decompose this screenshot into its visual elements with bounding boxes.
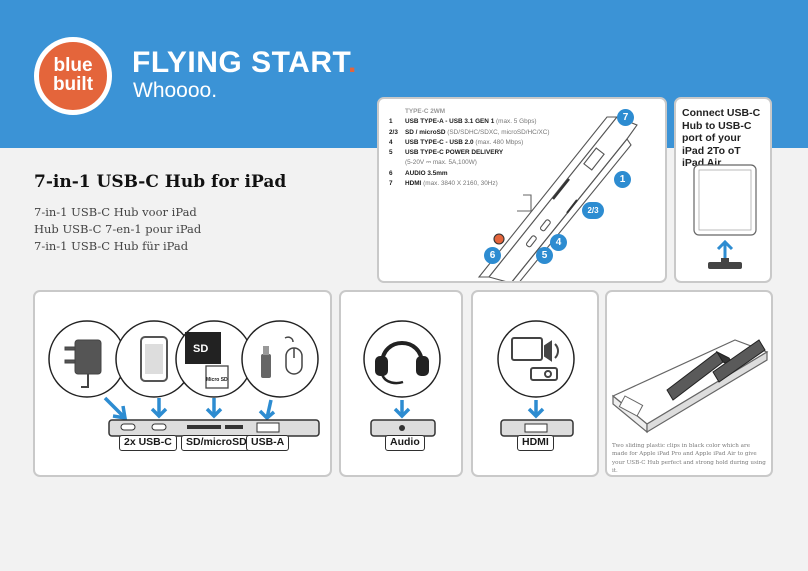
sd-icon-label: SD [193, 343, 209, 355]
spec-detail: (max. 5 Gbps) [496, 118, 537, 126]
projector-icon [530, 367, 558, 381]
callout-badge: 2/3 [582, 202, 604, 219]
product-intro: 7-in-1 USB-C Hub for iPad 7-in-1 USB-C H… [34, 172, 286, 255]
spec-row: (5-20V ⎓ max. 5A,100W) [389, 158, 584, 168]
spec-row: 4 USB TYPE-C - USB 2.0 (max. 480 Mbps) [389, 138, 584, 148]
brand-subtitle: Whoooo. [133, 79, 218, 102]
power-adapter-icon [64, 339, 102, 388]
usb-mouse-icon-circle [241, 320, 319, 398]
clips-illustration [611, 339, 769, 434]
mouse-icon [284, 336, 303, 375]
plastic-clip [712, 339, 766, 383]
audio-panel: Audio [339, 290, 463, 477]
monitor-icon [511, 337, 559, 362]
clips-panel: Two sliding plastic clips in black color… [605, 290, 773, 477]
spec-label: USB TYPE-C - USB 2.0 [405, 138, 474, 146]
audio-label: Audio [385, 435, 425, 451]
spec-row: 5 USB TYPE-C POWER DELIVERY [389, 148, 584, 158]
product-title-de: 7-in-1 USB-C Hub für iPad [34, 239, 189, 253]
spec-row: 1 USB TYPE-A - USB 3.1 GEN 1 (max. 5 Gbps… [389, 117, 584, 127]
headset-icon [375, 341, 429, 385]
hub-illustration [477, 116, 638, 281]
arrow-down-icon [103, 396, 276, 421]
spec-number: 7 [389, 180, 393, 188]
arrow-up-icon [716, 239, 734, 259]
spec-row: 2/3 SD / microSD (SD/SDHC/SDXC, microSD/H… [389, 128, 584, 138]
brand-logo: blue built [34, 37, 112, 115]
ipad-illustration [693, 164, 757, 269]
spec-detail: (max. 3840 X 2160, 30Hz) [423, 180, 498, 188]
spec-card: TYPE-C 2WM 1 USB TYPE-A - USB 3.1 GEN 1 (… [377, 97, 667, 283]
spec-label: USB TYPE-C POWER DELIVERY [405, 149, 504, 157]
hdmi-panel: HDMI [471, 290, 599, 477]
spec-number: 1 [389, 118, 393, 126]
usb-stick-icon [261, 346, 271, 378]
spec-detail: (SD/SDHC/SDXC, microSD/HC/XC) [447, 128, 550, 136]
phone-icon [140, 336, 168, 382]
audio-illustration [363, 320, 441, 437]
hub-plug-icon [708, 262, 742, 269]
sd-microsd-label: SD/microSD [181, 435, 252, 451]
spec-row: 7 HDMI (max. 3840 X 2160, 30Hz) [389, 179, 584, 189]
connect-card: Connect USB-C Hub to USB-C port of your … [674, 97, 772, 283]
spec-number: 4 [389, 138, 393, 146]
arrow-down-icon [527, 400, 545, 419]
spec-label: SD / microSD [405, 128, 446, 136]
logo-text: blue built [52, 55, 94, 95]
ports-panel: SD Micro SD 2x USB-C SD/microSD USB-A [33, 290, 332, 477]
product-title-nl: 7-in-1 USB-C Hub voor iPad [34, 205, 197, 219]
spec-detail: (5-20V ⎓ max. 5A,100W) [405, 159, 477, 167]
usb-a-label: USB-A [246, 435, 290, 451]
spec-number: 2/3 [389, 128, 398, 136]
callout-badge: 5 [536, 247, 553, 264]
spec-number: 5 [389, 149, 393, 157]
spec-label: AUDIO 3.5mm [405, 169, 448, 177]
brand-title-text: FLYING START [132, 46, 349, 79]
spec-label: USB TYPE-A - USB 3.1 GEN 1 [405, 118, 495, 126]
callout-badge: 4 [550, 234, 567, 251]
hdmi-illustration [497, 320, 575, 437]
arrow-down-icon [393, 400, 411, 419]
callout-badge: 1 [614, 171, 631, 188]
product-title: 7-in-1 USB-C Hub for iPad [34, 172, 287, 192]
product-title-fr: Hub USB-C 7-en-1 pour iPad [34, 222, 202, 236]
usb-c-label: 2x USB-C [119, 435, 177, 451]
spec-label: HDMI [405, 180, 422, 188]
callout-badge: 6 [484, 247, 501, 264]
spec-row: 6 AUDIO 3.5mm [389, 169, 584, 179]
spec-list: TYPE-C 2WM 1 USB TYPE-A - USB 3.1 GEN 1 (… [389, 107, 584, 189]
ipad-outline [693, 164, 757, 236]
microsd-icon-label: Micro SD [206, 377, 228, 383]
connect-instructions: Connect USB-C Hub to USB-C port of your … [682, 107, 761, 169]
clips-note: Two sliding plastic clips in black color… [612, 443, 766, 475]
spec-number: 6 [389, 169, 393, 177]
ports-illustration [48, 320, 320, 437]
brand-title-dot: . [348, 46, 357, 79]
sd-card-icon [185, 332, 229, 389]
brand-title: FLYING START. [132, 46, 357, 80]
spec-heading: TYPE-C 2WM [405, 108, 446, 115]
callout-badge: 7 [617, 109, 634, 126]
hdmi-label: HDMI [517, 435, 554, 451]
spec-detail: (max. 480 Mbps) [475, 138, 524, 146]
